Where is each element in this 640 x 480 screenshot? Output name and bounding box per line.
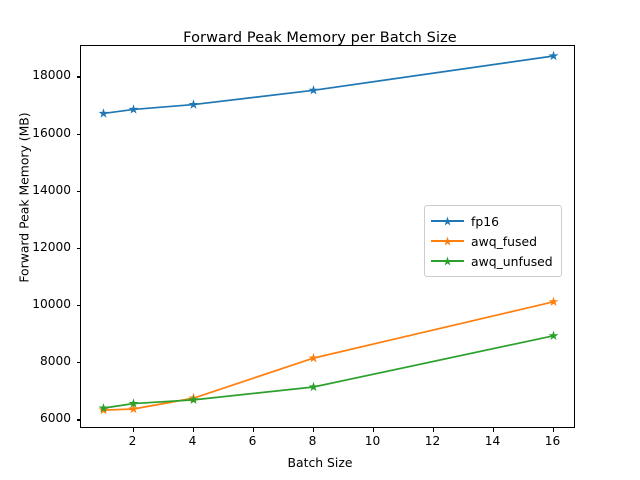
- data-point-marker: [548, 50, 559, 61]
- y-tick-mark: [76, 419, 80, 421]
- legend-item-awq_unfused[interactable]: awq_unfused: [431, 251, 553, 271]
- y-tick-label: 10000: [32, 297, 71, 312]
- x-tick-label: 12: [424, 434, 441, 448]
- series-line: [103, 55, 554, 115]
- data-point-marker: [98, 108, 109, 118]
- series-line: [103, 300, 554, 411]
- x-tick-mark: [432, 428, 434, 432]
- legend-item-fp16[interactable]: fp16: [431, 211, 553, 231]
- y-tick-label: 6000: [39, 411, 71, 426]
- data-point-marker: [548, 330, 559, 341]
- legend-star-icon: [442, 256, 453, 266]
- series-awq_fused: [98, 296, 559, 415]
- x-tick-label: 2: [128, 434, 137, 448]
- series-awq_unfused: [98, 330, 559, 413]
- legend-label: fp16: [471, 213, 499, 229]
- y-tick-mark: [76, 247, 80, 250]
- y-tick-mark: [76, 133, 80, 135]
- legend-label: awq_unfused: [471, 253, 553, 269]
- x-tick-label: 10: [364, 434, 381, 448]
- data-point-marker: [308, 352, 319, 363]
- legend-item-awq_fused[interactable]: awq_fused: [431, 231, 553, 251]
- data-point-marker: [128, 104, 139, 114]
- x-tick-label: 14: [484, 434, 501, 448]
- x-tick-mark: [132, 428, 134, 432]
- data-point-marker: [188, 394, 199, 405]
- x-tick-label: 16: [544, 434, 561, 448]
- y-tick-label: 18000: [32, 68, 71, 83]
- x-tick-mark: [552, 428, 554, 432]
- x-tick-label: 8: [308, 434, 317, 448]
- y-tick-label: 16000: [32, 125, 71, 140]
- chart-title: Forward Peak Memory per Batch Size: [183, 30, 457, 46]
- y-tick-mark: [76, 305, 80, 307]
- y-tick-mark: [76, 76, 80, 78]
- legend-star-icon: [442, 236, 453, 246]
- x-tick-mark: [372, 428, 374, 432]
- series-fp16: [98, 50, 559, 118]
- data-point-marker: [128, 403, 139, 414]
- x-tick-mark: [312, 428, 314, 432]
- y-axis-label: Forward Peak Memory (MB): [16, 112, 32, 283]
- x-tick-mark: [192, 428, 194, 432]
- y-tick-label: 12000: [32, 239, 71, 254]
- legend-label: awq_fused: [471, 233, 537, 249]
- y-tick-label: 14000: [32, 182, 71, 197]
- x-axis-label: Batch Size: [287, 455, 353, 470]
- legend-swatch: [431, 254, 464, 268]
- plot-svg: [98, 50, 559, 415]
- x-tick-mark: [492, 428, 494, 432]
- data-point-marker: [548, 296, 559, 307]
- y-tick-label: 8000: [39, 354, 71, 369]
- data-point-marker: [308, 85, 319, 95]
- x-tick-label: 6: [248, 434, 257, 448]
- x-tick-mark: [252, 428, 254, 432]
- data-point-marker: [188, 99, 199, 109]
- y-tick-mark: [76, 190, 80, 192]
- legend-swatch: [431, 234, 464, 248]
- y-tick-mark: [76, 362, 80, 364]
- legend-star-icon: [442, 216, 453, 226]
- series-line: [103, 334, 554, 409]
- data-point-marker: [98, 402, 109, 413]
- chart-legend: fp16 awq_fused awq_unfused: [424, 205, 562, 277]
- legend-swatch: [431, 214, 464, 228]
- data-point-marker: [308, 381, 319, 392]
- data-point-marker: [128, 398, 139, 408]
- x-tick-label: 4: [188, 434, 197, 448]
